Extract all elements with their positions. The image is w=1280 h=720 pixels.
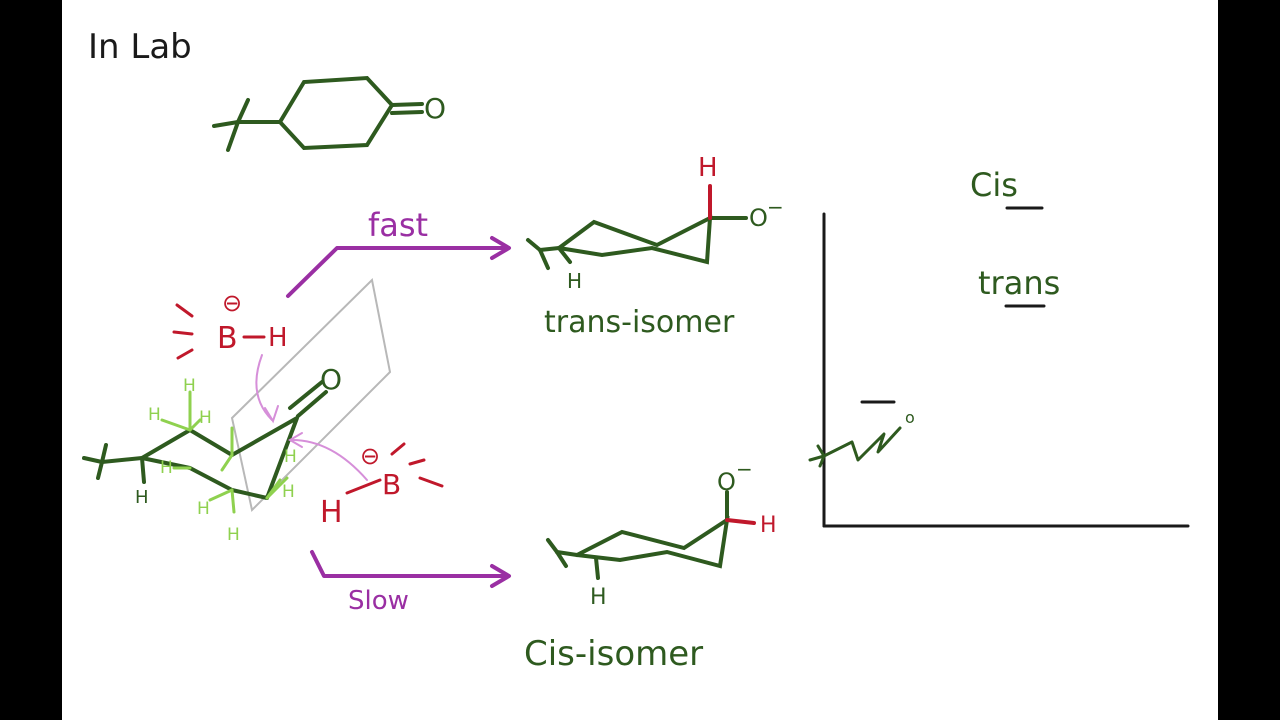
diagram-canvas: In Lab O fast Slo bbox=[82, 27, 1190, 674]
ketone-structure bbox=[212, 75, 424, 152]
heading-in-lab: In Lab bbox=[88, 27, 192, 67]
cis-product-chair bbox=[546, 490, 730, 580]
chair-hydrogen-labels: H H H H H H H H bbox=[148, 376, 297, 545]
trans-oxygen: O bbox=[749, 204, 768, 232]
chair-h-6: H bbox=[227, 525, 240, 545]
chair-h-7: H bbox=[282, 482, 295, 502]
ketone-oxygen: O bbox=[424, 92, 446, 125]
attack-plane bbox=[230, 277, 392, 513]
plot-ketone-sketch bbox=[808, 426, 902, 468]
slow-label: Slow bbox=[348, 586, 409, 616]
side-trans-label: trans bbox=[978, 264, 1060, 302]
hydride2-charge: ⊖ bbox=[360, 442, 380, 470]
chair-axial-h: H bbox=[135, 487, 149, 508]
chair-oxygen: O bbox=[320, 363, 342, 396]
trans-axial-h: H bbox=[567, 269, 582, 293]
hydride-1: B H ⊖ bbox=[172, 289, 288, 360]
cis-oxygen: O bbox=[717, 468, 736, 496]
hydride1-boron: B bbox=[217, 321, 238, 356]
chair-h-1: H bbox=[183, 376, 196, 396]
plot-ketone-oxygen: o bbox=[905, 408, 915, 427]
hydride2-h: H bbox=[320, 495, 343, 530]
chair-h-5: H bbox=[197, 499, 210, 519]
cis-h-bond bbox=[725, 518, 756, 525]
trans-isomer-label: trans-isomer bbox=[544, 305, 735, 340]
hydride1-h: H bbox=[268, 323, 288, 353]
hydride2-boron: B bbox=[382, 468, 401, 501]
whiteboard: In Lab O fast Slo bbox=[62, 0, 1218, 720]
fast-arrow bbox=[286, 236, 511, 298]
energy-axes bbox=[822, 212, 1190, 528]
chair-hydrogen-bonds bbox=[160, 390, 289, 514]
fast-label: fast bbox=[368, 206, 428, 244]
side-cis-label: Cis bbox=[970, 166, 1018, 204]
cis-isomer-label: Cis-isomer bbox=[524, 634, 703, 674]
chair-h-2: H bbox=[148, 405, 161, 425]
hydride-2: B H ⊖ bbox=[320, 442, 444, 530]
chair-h-3: H bbox=[199, 408, 212, 428]
attack-arrows bbox=[255, 354, 368, 481]
chair-h-8: H bbox=[284, 447, 297, 467]
central-chair bbox=[82, 380, 328, 500]
cis-h-label: H bbox=[760, 513, 777, 538]
cis-axial-h: H bbox=[590, 585, 607, 610]
trans-charge: − bbox=[767, 195, 784, 219]
cis-charge: − bbox=[736, 457, 753, 481]
slow-arrow bbox=[310, 550, 511, 588]
hydride1-charge: ⊖ bbox=[222, 289, 242, 317]
trans-product-chair bbox=[526, 214, 748, 270]
trans-h-label: H bbox=[698, 153, 718, 183]
chair-h-4: H bbox=[160, 458, 173, 478]
